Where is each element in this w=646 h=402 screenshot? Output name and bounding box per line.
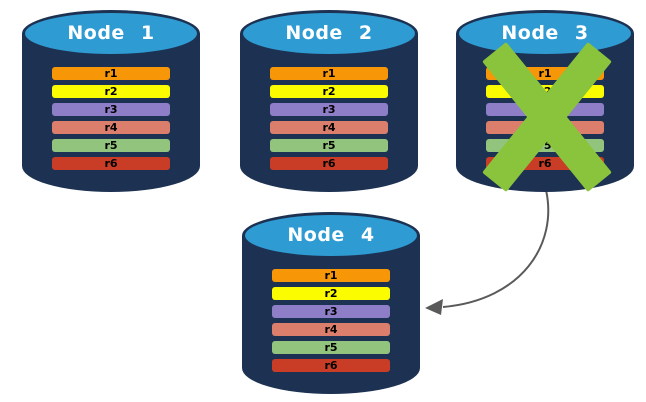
replica-row-r2: r2 xyxy=(270,85,388,98)
replica-row-r2: r2 xyxy=(52,85,170,98)
node-1-rows: r1 r2 r3 r4 r5 r6 xyxy=(52,67,170,170)
replica-row-r3: r3 xyxy=(272,305,390,318)
failover-arrowhead-icon xyxy=(425,299,443,315)
node-2-title: Node 2 xyxy=(285,21,373,44)
failover-arrow-curve xyxy=(442,189,550,308)
replica-row-r3: r3 xyxy=(52,103,170,116)
node-3-title: Node 3 xyxy=(501,21,589,44)
replica-row-r6: r6 xyxy=(52,157,170,170)
replica-row-r6: r6 xyxy=(272,359,390,372)
node-2: Node 2 r1 r2 r3 r4 r5 r6 xyxy=(240,10,418,192)
node-2-cylinder-top: Node 2 xyxy=(240,10,418,57)
replica-row-r4: r4 xyxy=(270,121,388,134)
replica-row-r3: r3 xyxy=(270,103,388,116)
node-4-title: Node 4 xyxy=(287,223,375,246)
replica-row-r5: r5 xyxy=(272,341,390,354)
failure-x-icon xyxy=(481,41,612,193)
replica-row-r5: r5 xyxy=(52,139,170,152)
node-4-rows: r1 r2 r3 r4 r5 r6 xyxy=(272,269,390,372)
node-4-cylinder-top: Node 4 xyxy=(242,212,420,259)
replica-row-r1: r1 xyxy=(270,67,388,80)
replica-row-r4: r4 xyxy=(52,121,170,134)
replica-row-r4: r4 xyxy=(272,323,390,336)
node-1-title: Node 1 xyxy=(67,21,155,44)
replica-row-r1: r1 xyxy=(52,67,170,80)
node-1-cylinder-top: Node 1 xyxy=(22,10,200,57)
replica-row-r2: r2 xyxy=(272,287,390,300)
node-1: Node 1 r1 r2 r3 r4 r5 r6 xyxy=(22,10,200,192)
node-4: Node 4 r1 r2 r3 r4 r5 r6 xyxy=(242,212,420,394)
failover-arrow xyxy=(425,189,550,315)
node-2-rows: r1 r2 r3 r4 r5 r6 xyxy=(270,67,388,170)
replica-row-r1: r1 xyxy=(272,269,390,282)
node-3-cylinder-top: Node 3 xyxy=(456,10,634,57)
node-3: Node 3 r1 r2 r3 r4 r5 r6 xyxy=(456,10,634,193)
replica-row-r6: r6 xyxy=(270,157,388,170)
replica-row-r5: r5 xyxy=(270,139,388,152)
